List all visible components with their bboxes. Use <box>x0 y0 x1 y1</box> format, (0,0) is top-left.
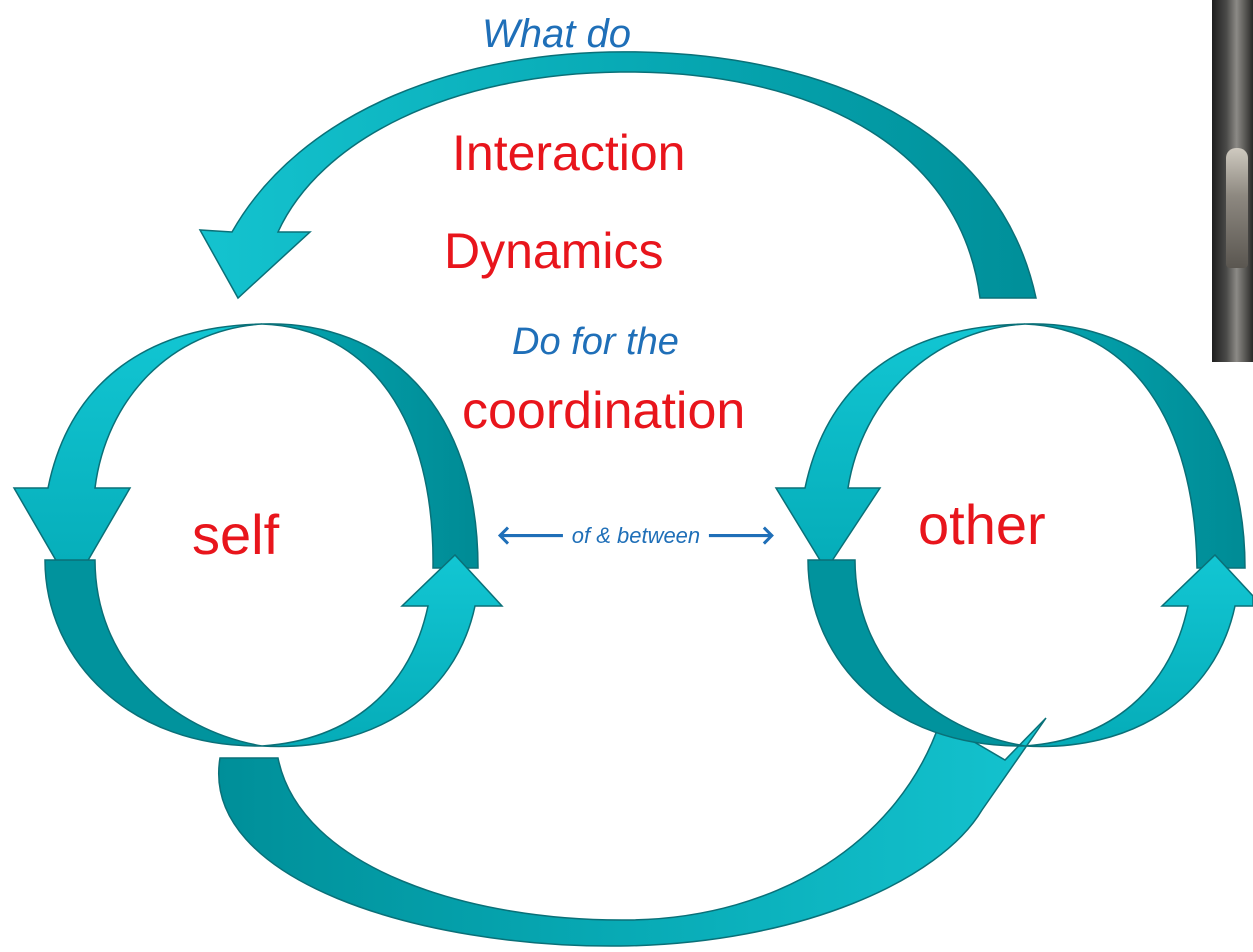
photo-strip <box>1212 0 1253 362</box>
other-label: other <box>918 493 1046 556</box>
what-do-label: What do <box>482 12 631 56</box>
of-between-label: of & between <box>571 523 701 548</box>
top-arc-arrow <box>198 51 1037 300</box>
self-right-arc <box>261 323 479 569</box>
self-lower-right-arc-arrow <box>261 553 504 748</box>
self-label: self <box>192 503 280 566</box>
other-right-arc <box>1024 323 1246 569</box>
self-lower-arc <box>44 559 263 747</box>
self-upper-arc-arrow <box>12 323 263 590</box>
bottom-arc-arrow <box>217 717 1047 947</box>
right-arrow-icon: 🡒 <box>706 521 776 551</box>
coordination-label: coordination <box>462 382 746 440</box>
interaction-label: Interaction <box>452 125 686 181</box>
other-lower-arc <box>807 559 1026 747</box>
other-upper-arc-arrow <box>774 323 1026 572</box>
between-annotation: 🡐 of & between 🡒 <box>496 523 776 549</box>
left-arrow-icon: 🡐 <box>496 521 566 551</box>
other-lower-right-arc-arrow <box>1024 553 1253 748</box>
do-for-the-label: Do for the <box>512 321 679 363</box>
dynamics-label: Dynamics <box>444 223 664 279</box>
photo-figure <box>1226 148 1248 268</box>
